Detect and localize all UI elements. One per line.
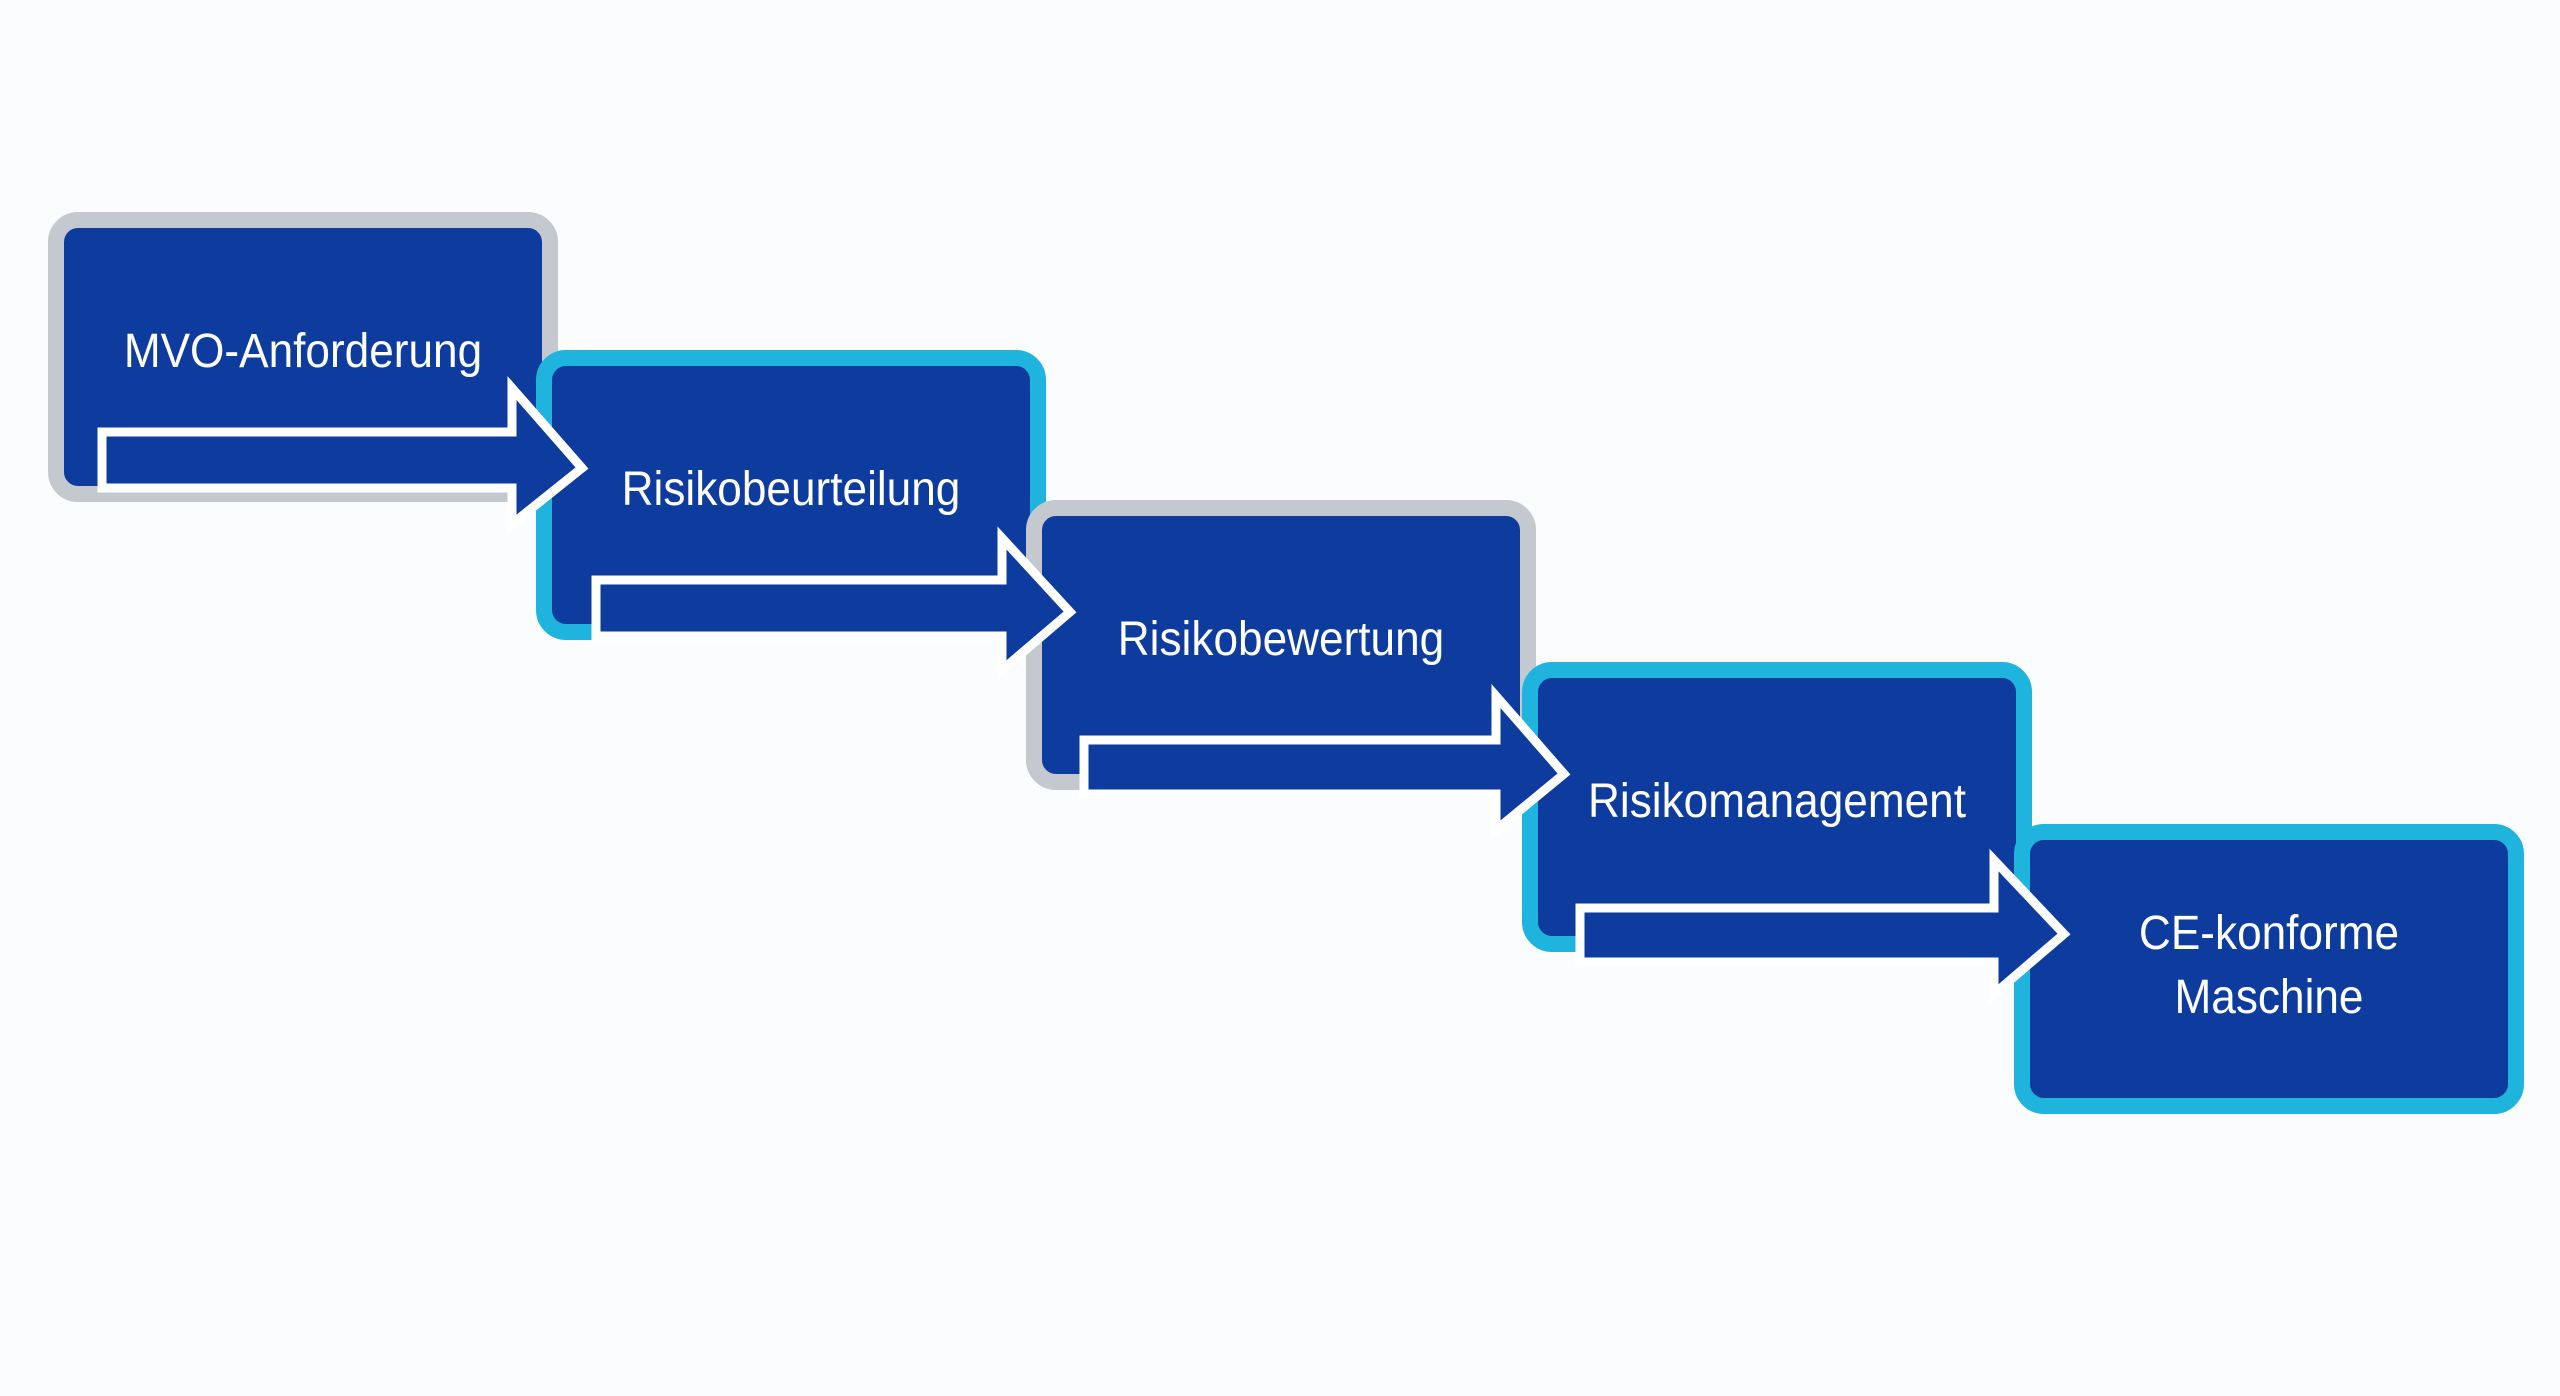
step-box-risikobeurteilung: Risikobeurteilung bbox=[536, 350, 1046, 640]
step-label-ce-konforme-maschine: CE-konforme Maschine bbox=[2138, 907, 2400, 1024]
step-box-risikomanagement: Risikomanagement bbox=[1522, 662, 2032, 952]
step-label-mvo-anforderung: MVO-Anforderung bbox=[123, 325, 483, 378]
step-label-risikobeurteilung: Risikobeurteilung bbox=[621, 463, 961, 516]
step-label-risikobewertung: Risikobewertung bbox=[1117, 613, 1445, 666]
step-label-risikomanagement: Risikomanagement bbox=[1587, 775, 1966, 828]
step-box-mvo-anforderung: MVO-Anforderung bbox=[48, 212, 558, 502]
step-box-risikobewertung: Risikobewertung bbox=[1026, 500, 1536, 790]
step-box-ce-konforme-maschine: CE-konforme Maschine bbox=[2014, 824, 2524, 1114]
